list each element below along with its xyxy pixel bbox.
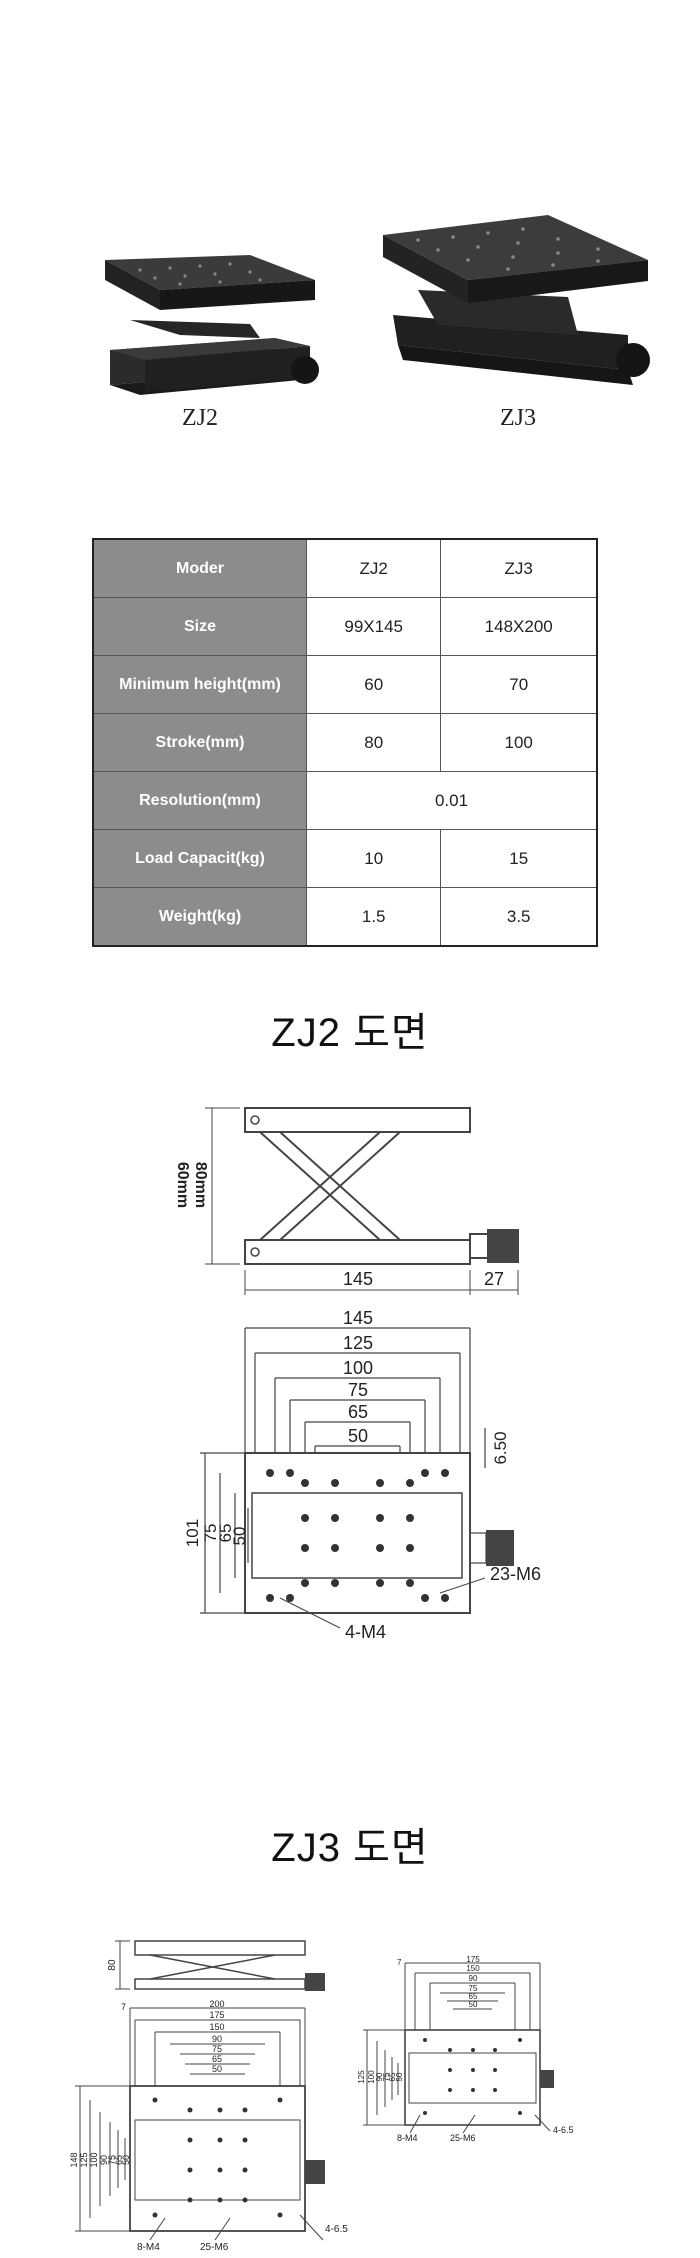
table-cell: 3.5 <box>440 887 598 947</box>
zj2-top-dim-50: 50 <box>348 1426 368 1446</box>
table-cell: 100 <box>440 713 598 772</box>
zj3-large-dim-65: 65 <box>212 2054 222 2064</box>
zj3-small-dim-50: 50 <box>469 2000 478 2009</box>
zj2-side-view: 60mm 80mm 145 27 <box>174 1107 519 1295</box>
product-photo-zj2 <box>100 220 340 410</box>
zj3-small-dim-75-v: 75 <box>382 2072 391 2081</box>
zj3-small-dim-7: 7 <box>397 1958 402 1967</box>
zj2-stage-illustration <box>105 255 319 395</box>
zj3-small-dim-125: 125 <box>357 2070 366 2084</box>
zj2-top-dim-125: 125 <box>343 1333 373 1353</box>
table-header-cell: Load Capacit(kg) <box>92 829 307 888</box>
zj2-top-dim-75-v: 75 <box>201 1524 220 1543</box>
zj2-top-dim-50-v: 50 <box>230 1527 249 1546</box>
zj3-small-dim-90-v: 90 <box>375 2072 384 2081</box>
zj3-small-dim-65-v: 65 <box>388 2072 397 2081</box>
zj3-small-dim-50-v: 50 <box>395 2072 404 2081</box>
zj3-large-top-view: 7 200 175 150 90 75 65 50 148 125 100 90… <box>69 2000 348 2253</box>
table-header-cell: Weight(kg) <box>92 887 307 947</box>
table-row: Weight(kg) 1.5 3.5 <box>92 887 598 947</box>
zj3-large-dim-65-v: 65 <box>114 2155 124 2165</box>
table-cell: 70 <box>440 655 598 714</box>
zj3-small-dim-100: 100 <box>367 2070 376 2084</box>
zj3-large-dim-150: 150 <box>209 2022 224 2032</box>
table-header-cell: Minimum height(mm) <box>92 655 307 714</box>
zj2-top-holes-m6: 23-M6 <box>490 1564 541 1584</box>
table-cell: 99X145 <box>305 597 442 656</box>
table-row: Size 99X145 148X200 <box>92 597 598 656</box>
product-photo-zj3 <box>378 185 658 400</box>
table-header-cell: Size <box>92 597 307 656</box>
zj2-top-dim-65-v: 65 <box>216 1524 235 1543</box>
zj3-drawing-title: ZJ3 도면 <box>271 1826 429 1870</box>
zj2-top-dim-100: 100 <box>343 1358 373 1378</box>
table-cell: ZJ3 <box>440 538 598 598</box>
zj3-large-dim-200: 200 <box>209 2000 224 2009</box>
table-cell: 80 <box>305 713 442 772</box>
zj2-side-dim-145: 145 <box>343 1269 373 1289</box>
zj2-side-dim-80: 80mm <box>192 1162 209 1208</box>
zj2-top-dim-145: 145 <box>343 1308 373 1328</box>
table-cell: ZJ2 <box>305 538 442 598</box>
table-row: Load Capacit(kg) 10 15 <box>92 829 598 888</box>
zj3-large-dim-75-v: 75 <box>107 2155 117 2165</box>
table-header-cell: Stroke(mm) <box>92 713 307 772</box>
table-row: Resolution(mm) 0.01 <box>92 771 598 830</box>
zj3-small-holes-m6: 25-M6 <box>450 2133 476 2143</box>
product-label-zj3: ZJ3 <box>500 405 536 431</box>
zj3-small-dim-65: 65 <box>469 1992 478 2001</box>
zj3-large-holes-m6: 25-M6 <box>200 2242 229 2253</box>
zj3-small-dim-75: 75 <box>469 1984 478 1993</box>
zj2-top-holes-m4: 4-M4 <box>345 1622 386 1642</box>
zj3-large-holes-m4: 8-M4 <box>137 2242 160 2253</box>
zj3-large-dim-90-v: 90 <box>99 2155 109 2165</box>
zj2-top-dim-offset: 6.50 <box>491 1431 510 1464</box>
table-cell: 10 <box>305 829 442 888</box>
table-cell: 60 <box>305 655 442 714</box>
table-header-cell: Moder <box>92 538 307 598</box>
spec-table: Moder ZJ2 ZJ3 Size 99X145 148X200 Minimu… <box>92 538 598 947</box>
zj3-large-dim-50-v: 50 <box>121 2155 131 2165</box>
zj3-small-top-view: 7 175 150 90 75 65 50 125 100 90 75 65 5… <box>357 1955 574 2143</box>
zj3-side-dim-80: 80 <box>107 1959 118 1971</box>
zj2-top-dim-75: 75 <box>348 1380 368 1400</box>
zj3-small-dim-90: 90 <box>469 1974 478 1983</box>
table-cell-merged: 0.01 <box>306 771 598 830</box>
zj2-drawing-title: ZJ2 도면 <box>271 1011 429 1055</box>
zj2-top-view: 145 125 100 75 65 50 101 75 65 50 6.50 2… <box>183 1308 541 1642</box>
zj3-large-dim-175: 175 <box>209 2010 224 2020</box>
table-row: Moder ZJ2 ZJ3 <box>92 538 598 598</box>
zj3-small-dim-175: 175 <box>466 1955 480 1964</box>
table-row: Minimum height(mm) 60 70 <box>92 655 598 714</box>
zj2-top-dim-101: 101 <box>183 1519 202 1547</box>
table-row: Stroke(mm) 80 100 <box>92 713 598 772</box>
table-cell: 1.5 <box>305 887 442 947</box>
table-cell: 148X200 <box>440 597 598 656</box>
table-cell: 15 <box>440 829 598 888</box>
zj3-side-view: 80 <box>107 1940 325 1991</box>
zj3-large-dim-50: 50 <box>212 2064 222 2074</box>
zj3-small-holes-m4: 8-M4 <box>397 2133 418 2143</box>
zj3-small-holes-6-5: 4-6.5 <box>553 2125 574 2135</box>
zj3-small-dim-150: 150 <box>466 1964 480 1973</box>
zj3-large-dim-125: 125 <box>79 2152 89 2167</box>
zj3-stage-illustration <box>383 215 650 385</box>
zj3-large-dim-75: 75 <box>212 2044 222 2054</box>
zj3-large-dim-100: 100 <box>89 2152 99 2167</box>
zj3-large-dim-7: 7 <box>121 2002 126 2012</box>
product-label-zj2: ZJ2 <box>182 405 218 431</box>
zj2-side-dim-27: 27 <box>484 1269 504 1289</box>
zj2-side-dim-60: 60mm <box>174 1162 191 1208</box>
zj3-large-holes-6-5: 4-6.5 <box>325 2224 348 2235</box>
zj2-top-dim-65: 65 <box>348 1402 368 1422</box>
table-header-cell: Resolution(mm) <box>92 771 307 830</box>
zj3-large-dim-90: 90 <box>212 2034 222 2044</box>
zj3-large-dim-148: 148 <box>69 2152 79 2167</box>
